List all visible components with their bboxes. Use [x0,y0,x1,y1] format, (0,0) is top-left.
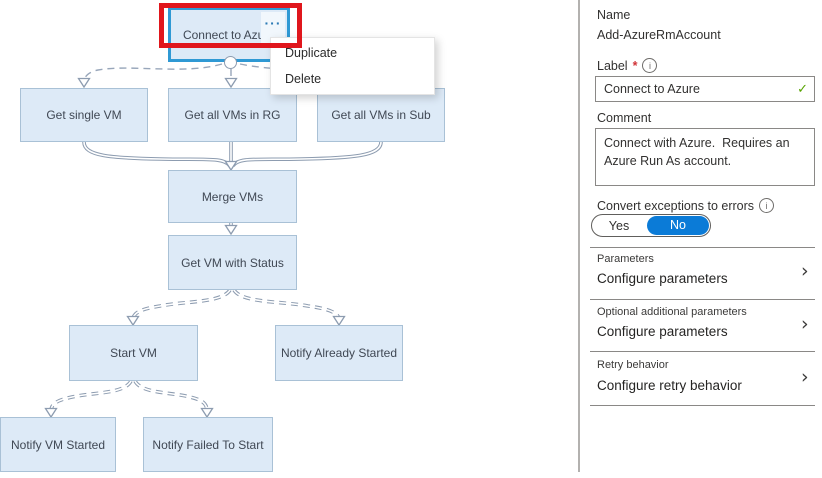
section-optional-parameters-label: Optional additional parameters [597,306,747,318]
node-label: Connect to Azure [182,27,276,42]
node-label: Get VM with Status [181,255,284,270]
node-label: Get all VMs in Sub [331,108,431,122]
node-notify-vm-started[interactable]: Notify VM Started [0,417,116,472]
convert-exceptions-toggle: Yes No [591,214,711,237]
info-icon[interactable]: i [759,198,775,213]
node-label: Notify Failed To Start [152,437,264,452]
label-input[interactable] [595,76,815,102]
section-parameters-action[interactable]: Configure parameters [597,271,728,286]
menu-item-delete[interactable]: Delete [285,72,322,86]
chevron-right-icon[interactable]: › [801,366,809,388]
toggle-yes[interactable]: Yes [608,218,630,233]
separator [590,299,815,300]
node-start-vm[interactable]: Start VM [69,325,198,381]
section-parameters-label: Parameters [597,253,654,265]
required-asterisk: * [632,58,638,73]
section-optional-parameters-action[interactable]: Configure parameters [597,324,728,339]
node-label: Notify VM Started [10,437,106,452]
node-label: Notify Already Started [280,346,398,360]
node-label: Get single VM [46,108,122,122]
label-field-label: Label * i [597,58,658,73]
node-merge-vms[interactable]: Merge VMs [168,170,297,223]
node-context-menu: Duplicate Delete [270,37,435,95]
comment-label: Comment [597,111,652,125]
section-retry-behavior-label: Retry behavior [597,359,669,371]
name-value: Add-AzureRmAccount [597,28,721,42]
convert-exceptions-label: Convert exceptions to errors i [597,198,775,213]
node-notify-already-started[interactable]: Notify Already Started [275,325,403,381]
separator [590,405,815,406]
name-label: Name [597,8,631,22]
panel-divider [578,0,580,472]
info-icon[interactable]: i [642,58,658,73]
chevron-right-icon[interactable]: › [801,313,809,335]
node-label: Merge VMs [201,189,264,204]
node-get-all-vms-in-sub[interactable]: Get all VMs in Sub [317,88,445,142]
toggle-no[interactable]: No [647,216,709,235]
runbook-canvas: Connect to Azure ··· Get single VM Get a… [0,3,445,472]
output-port[interactable] [224,56,237,69]
node-label: Start VM [110,346,157,360]
node-get-single-vm[interactable]: Get single VM [20,88,148,142]
ellipsis-icon: ··· [264,15,282,31]
menu-item-duplicate[interactable]: Duplicate [285,46,338,60]
node-label: Get all VMs in RG [184,108,281,122]
node-notify-failed-to-start[interactable]: Notify Failed To Start [143,417,273,472]
separator [590,247,815,248]
comment-textarea[interactable]: Connect with Azure. Requires an Azure Ru… [595,128,815,186]
node-get-all-vms-in-rg[interactable]: Get all VMs in RG [168,88,297,142]
separator [590,351,815,352]
chevron-right-icon[interactable]: › [801,260,809,282]
node-get-vm-with-status[interactable]: Get VM with Status [168,235,297,290]
section-retry-behavior-action[interactable]: Configure retry behavior [597,378,742,393]
